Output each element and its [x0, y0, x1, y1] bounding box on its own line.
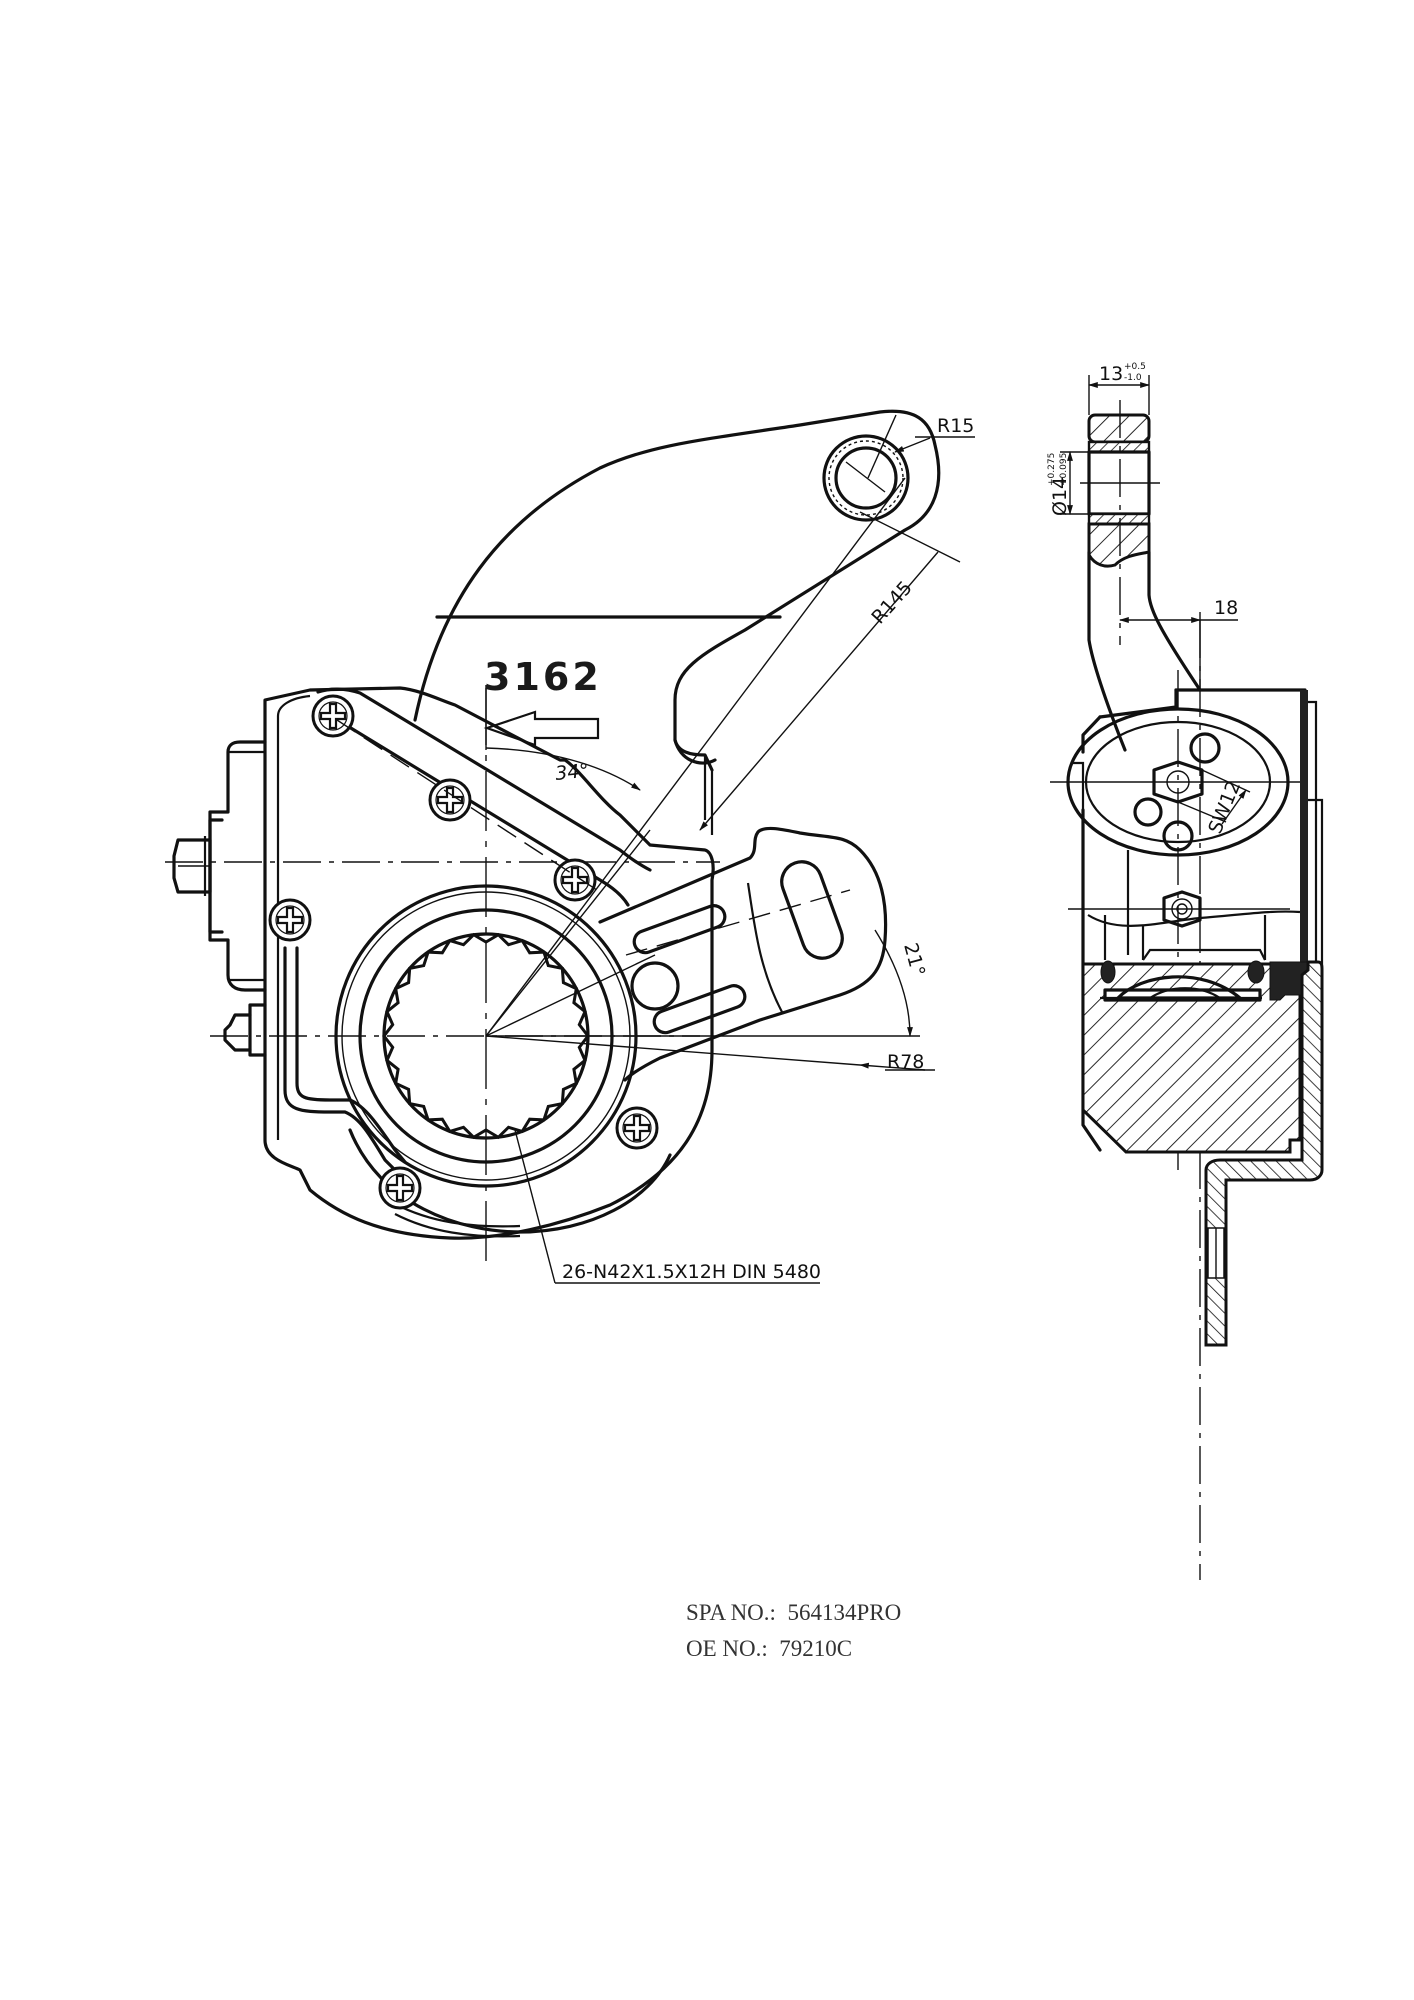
pin-eye: [822, 414, 910, 522]
side-view: 13 +0.5 -1.0 Ø14 +0.275 +0.095 18: [1047, 362, 1324, 1580]
dim-bore-tol-lower: +0.095: [1059, 453, 1069, 486]
spa-value: 564134PRO: [787, 1600, 902, 1625]
dim-offset-18: 18: [1214, 597, 1238, 619]
oe-label: OE NO.:: [686, 1636, 768, 1661]
title-number: 3162: [484, 655, 602, 699]
screw-1: [311, 694, 355, 738]
dim-line-r145: [485, 477, 906, 1037]
dim-width-tol-lower: -1.0: [1124, 373, 1142, 383]
dim-bore-tol-upper: +0.275: [1047, 453, 1057, 486]
dim-r15: R15: [937, 415, 974, 437]
dim-bore: Ø14: [1049, 477, 1071, 516]
housing-outline: [263, 686, 715, 1240]
dim-r78: R78: [887, 1051, 924, 1073]
spline-teeth-profile: [382, 932, 590, 1140]
spline-spec: 26-N42X1.5X12H DIN 5480: [562, 1261, 821, 1283]
screw-2: [428, 778, 472, 822]
adjuster-lever: [598, 826, 888, 1082]
oe-value: 79210C: [779, 1636, 853, 1661]
screw-4: [268, 898, 312, 942]
spline-leader: [514, 1129, 556, 1284]
upper-arm-outline: [413, 409, 941, 772]
direction-arrow-icon: [483, 710, 600, 747]
worm-cover: [172, 740, 267, 992]
hex-nut-small: [1162, 890, 1202, 928]
dim-angle-34: 34°: [554, 760, 590, 785]
dim-angle-21: 21°: [899, 941, 929, 979]
eye-section-top: [1087, 413, 1151, 444]
oe-number-row: OE NO.: 79210C: [686, 1636, 852, 1662]
screw-6: [378, 1166, 422, 1210]
spa-number-row: SPA NO.: 564134PRO: [686, 1600, 901, 1626]
spa-label: SPA NO.:: [686, 1600, 776, 1625]
mounting-bracket: [1204, 960, 1324, 1347]
dim-width-tol-upper: +0.5: [1124, 362, 1146, 372]
grease-fitting: [223, 1003, 267, 1057]
dim-width-13: 13: [1099, 363, 1123, 385]
screw-5: [615, 1106, 659, 1150]
spline-teeth: [382, 932, 590, 1140]
front-view: 3162 R15 R145 34° 21° R78 26-N42X1.5X12H…: [165, 409, 975, 1284]
